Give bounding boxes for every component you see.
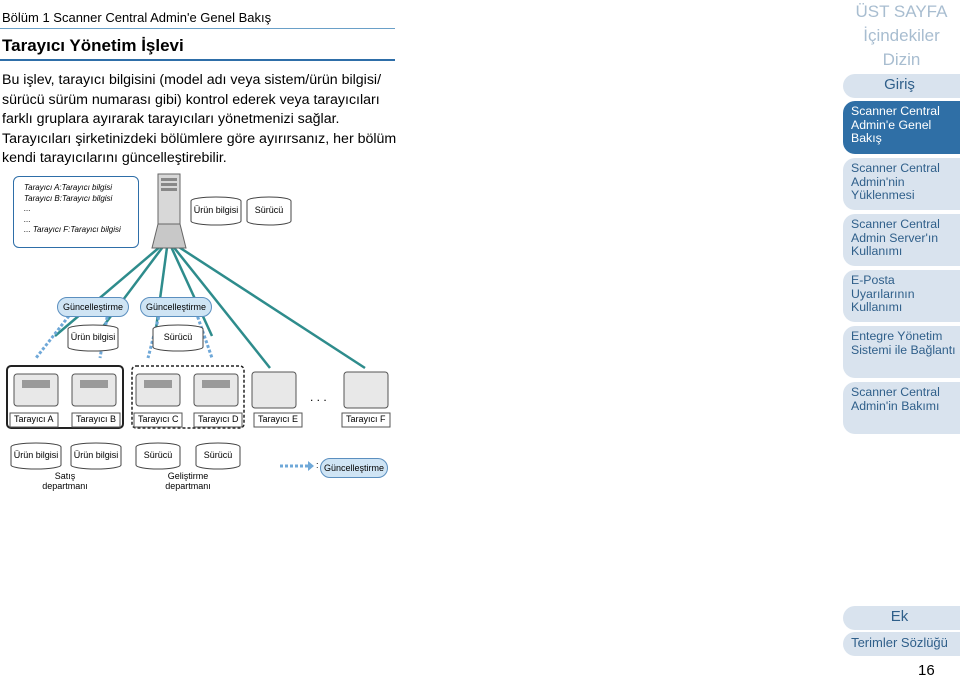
scanner-label-d: Tarayıcı D [198,414,239,424]
db-label: Sürücü [203,450,233,460]
scanner-label-b: Tarayıcı B [76,414,117,424]
nav-item-email-alerts[interactable]: E-Posta Uyarılarının Kullanımı [843,270,960,322]
sales-department-label: Satış departmanı [42,471,88,491]
dev-driver-db-2: Sürücü [195,442,241,470]
scanner-management-diagram: Tarayıcı A:Tarayıcı bilgisi Tarayıcı B:T… [0,168,400,498]
nav-glossary[interactable]: Terimler Sözlüğü [843,632,960,656]
page-title: Tarayıcı Yönetim İşlevi [2,36,184,55]
server-icon [151,173,187,249]
nav-appendix-label: Ek [890,608,909,625]
server-driver-label: Sürücü [254,205,284,215]
nav-item-overview[interactable]: Scanner Central Admin'e Genel Bakış [843,101,960,154]
diagram-connectors [6,173,391,471]
db-label: Ürün bilgisi [73,450,119,460]
nav-item-server-usage[interactable]: Scanner Central Admin Server'ın Kullanım… [843,214,960,266]
server-driver-db: Sürücü [246,196,292,226]
info-line: Tarayıcı A:Tarayıcı bilgisi [24,183,113,192]
nav-contents[interactable]: İçindekiler [863,26,940,45]
sales-product-info-db-2: Ürün bilgisi [70,442,122,470]
intro-text: Bu işlev, tarayıcı bilgisini (model adı … [2,71,402,169]
legend-colon: : [316,460,319,470]
scanner-info-box: Tarayıcı A:Tarayıcı bilgisi Tarayıcı B:T… [13,176,139,248]
nav-appendix[interactable]: Ek [843,606,960,630]
scanner-label-e: Tarayıcı E [258,414,299,424]
nav-top-page[interactable]: ÜST SAYFA [855,2,948,21]
right-navigation: ÜST SAYFA İçindekiler Dizin Giriş Scanne… [843,0,960,680]
mid-driver-db: Sürücü [152,324,204,352]
scanner-label-a: Tarayıcı A [14,414,54,424]
server-product-info-db: Ürün bilgisi [190,196,242,226]
nav-intro[interactable]: Giriş [843,74,960,98]
scanner-label-c: Tarayıcı C [138,414,179,424]
sales-product-info-db: Ürün bilgisi [10,442,62,470]
nav-item-installation[interactable]: Scanner Central Admin'nin Yüklenmesi [843,158,960,210]
dev-department-label: Geliştirme departmanı [165,471,211,491]
nav-intro-label: Giriş [884,76,915,93]
nav-item-label: E-Posta Uyarılarının Kullanımı [851,273,915,314]
nav-index[interactable]: Dizin [882,50,921,69]
nav-item-label: Scanner Central Admin'e Genel Bakış [851,104,940,145]
info-line: ... [24,214,31,224]
nav-glossary-label: Terimler Sözlüğü [851,635,948,650]
nav-item-label: Scanner Central Admin'nin Yüklenmesi [851,161,940,202]
db-label: Ürün bilgisi [13,450,59,460]
server-product-info-label: Ürün bilgisi [193,205,239,215]
update-pill-left: Güncelleştirme [57,297,129,317]
nav-item-integration[interactable]: Entegre Yönetim Sistemi ile Bağlantı [843,326,960,378]
nav-item-label: Scanner Central Admin'in Bakımı [851,385,940,413]
intro-paragraph-2: Tarayıcıları şirketinizdeki bölümlere gö… [2,130,397,167]
scanner-ellipsis: . . . [310,390,327,404]
info-line: ... Tarayıcı F:Tarayıcı bilgisi [24,225,121,235]
scanner-label-f: Tarayıcı F [346,414,386,424]
nav-item-label: Entegre Yönetim Sistemi ile Bağlantı [851,329,956,357]
mid-product-info-label: Ürün bilgisi [70,332,116,342]
intro-paragraph-1: Bu işlev, tarayıcı bilgisini (model adı … [2,72,382,127]
page-number: 16 [918,662,935,679]
nav-item-label: Scanner Central Admin Server'ın Kullanım… [851,217,940,258]
header-divider [0,28,395,29]
nav-item-maintenance[interactable]: Scanner Central Admin'in Bakımı [843,382,960,434]
chapter-breadcrumb: Bölüm 1 Scanner Central Admin'e Genel Ba… [2,10,272,25]
info-line: Tarayıcı B:Tarayıcı bilgisi [24,193,113,203]
update-pill-right: Güncelleştirme [140,297,212,317]
mid-driver-label: Sürücü [163,332,193,342]
legend-update-pill: Güncelleştirme [320,458,388,478]
dev-driver-db: Sürücü [135,442,181,470]
title-divider [0,59,395,61]
info-line: ... [24,204,31,214]
db-label: Sürücü [143,450,173,460]
mid-product-info-db: Ürün bilgisi [67,324,119,352]
